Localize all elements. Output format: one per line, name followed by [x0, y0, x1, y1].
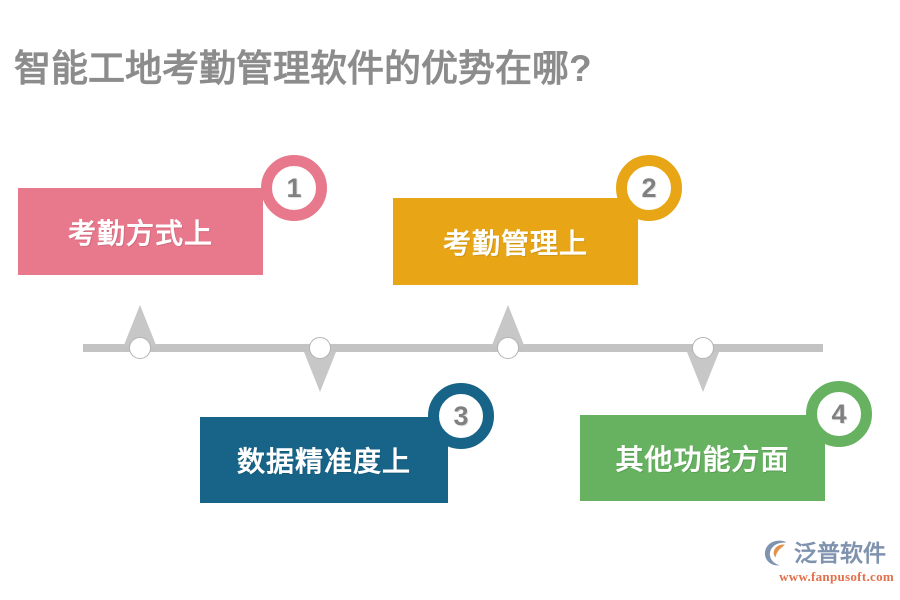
company-logo[interactable]: 泛普软件 www.fanpusoft.com: [762, 538, 894, 586]
step-4-box[interactable]: 其他功能方面: [580, 415, 825, 501]
step-2-label: 考勤管理上: [442, 227, 588, 259]
step-3-label: 数据精准度上: [236, 446, 411, 477]
step-4-badge: 4: [806, 381, 872, 447]
timeline-node-2[interactable]: [309, 337, 331, 359]
step-1-label: 考勤方式上: [67, 217, 213, 249]
step-3-box[interactable]: 数据精准度上: [200, 417, 448, 503]
step-item-1[interactable]: 考勤方式上 1: [18, 155, 327, 280]
step-3-badge: 3: [428, 383, 494, 449]
timeline-line: [83, 344, 823, 352]
logo-row: 泛普软件: [762, 538, 894, 568]
step-item-4[interactable]: 其他功能方面 4: [580, 381, 880, 501]
step-2-badge-number: 2: [641, 172, 657, 203]
logo-website-url: www.fanpusoft.com: [779, 569, 894, 584]
step-1-box[interactable]: 考勤方式上: [18, 188, 263, 275]
step-1-badge-number: 1: [286, 172, 302, 203]
timeline-node-4[interactable]: [692, 337, 714, 359]
timeline-node-3[interactable]: [497, 337, 519, 359]
timeline-node-1[interactable]: [129, 337, 151, 359]
step-item-3[interactable]: 数据精准度上 3: [200, 383, 505, 503]
step-4-badge-number: 4: [831, 398, 847, 429]
logo-company-name: 泛普软件: [794, 540, 886, 566]
step-1-badge: 1: [261, 155, 327, 221]
step-4-label: 其他功能方面: [615, 444, 790, 475]
page-title: 智能工地考勤管理软件的优势在哪?: [14, 48, 592, 89]
step-2-box[interactable]: 考勤管理上: [393, 198, 638, 285]
step-3-badge-number: 3: [453, 400, 469, 431]
fanpu-swoosh-icon: [762, 538, 792, 568]
step-item-2[interactable]: 考勤管理上 2: [393, 155, 693, 290]
step-2-badge: 2: [616, 155, 682, 221]
